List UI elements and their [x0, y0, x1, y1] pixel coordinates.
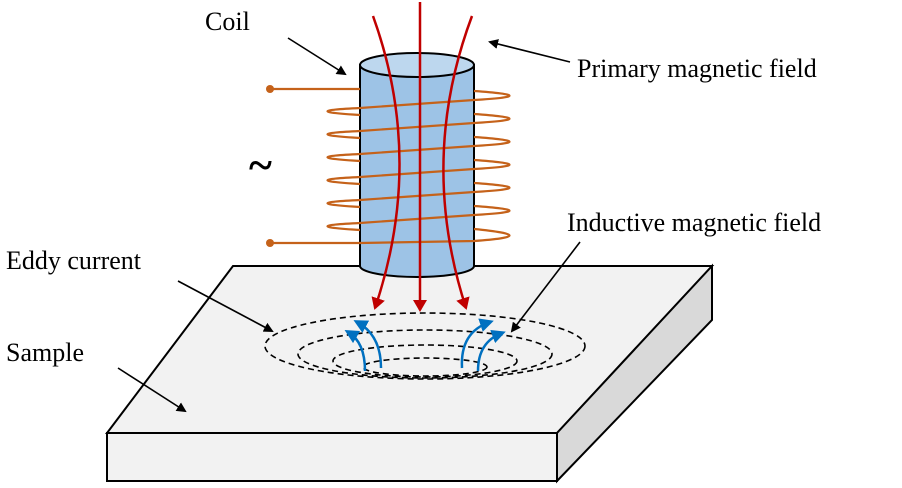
sample-label: Sample — [6, 338, 84, 367]
sample-pointer-arrow — [117, 367, 187, 413]
coil-winding — [270, 87, 511, 245]
coil-turn — [326, 89, 511, 117]
primary-field-pointer-arrow — [488, 39, 571, 63]
coil-turn — [326, 135, 511, 163]
inductive-field-pointer-arrow — [510, 241, 581, 333]
field-line-right — [442, 15, 474, 310]
coil-turn — [326, 158, 511, 186]
primary-field-label: Primary magnetic field — [577, 54, 817, 83]
sample-slab — [104, 263, 715, 484]
coil-turn — [326, 112, 511, 140]
sample-side-face — [556, 263, 713, 484]
coil-terminal-top — [266, 85, 274, 93]
coil-label: Coil — [205, 7, 250, 36]
coil-lead-bottom — [270, 227, 511, 245]
coil-pointer-arrow — [287, 37, 347, 76]
sample-front-face — [106, 432, 558, 482]
inductive-arrow — [344, 329, 367, 372]
eddy-loop — [264, 312, 586, 380]
inductive-magnetic-field-arrows — [344, 318, 506, 372]
eddy-current-loops — [264, 312, 586, 380]
primary-magnetic-field-lines — [371, 2, 474, 312]
eddy-loop — [362, 357, 488, 377]
field-line-left — [371, 15, 401, 310]
eddy-current-label: Eddy current — [6, 246, 142, 275]
eddy-loop — [297, 329, 553, 379]
ac-source-symbol: ~ — [249, 141, 272, 190]
inductive-arrow — [460, 318, 494, 369]
coil-terminal-bottom — [266, 239, 274, 247]
coil-turn — [326, 204, 511, 232]
inductive-arrow — [353, 320, 383, 369]
eddy-loop — [332, 344, 518, 378]
eddy-current-pointer-arrow — [177, 280, 274, 332]
inductive-field-label: Inductive magnetic field — [567, 208, 821, 237]
inductive-arrow — [476, 329, 506, 372]
coil-turn — [326, 181, 511, 209]
